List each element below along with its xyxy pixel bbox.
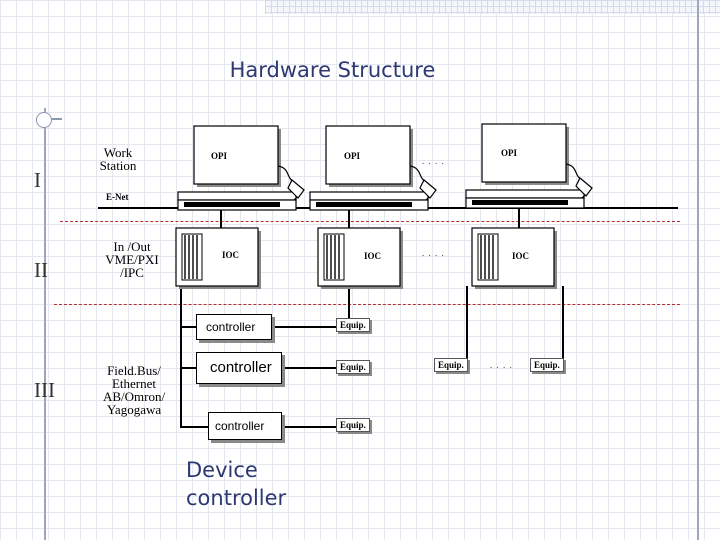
controller-box-1 xyxy=(196,314,272,340)
fieldbus-label: Field.Bus/ Ethernet AB/Omron/ Yagogawa xyxy=(94,364,174,416)
controller-label-2: controller xyxy=(210,359,272,376)
ioc2-equip-line xyxy=(348,286,350,320)
enet-label: E-Net xyxy=(106,192,129,202)
fieldbus-tap-1 xyxy=(180,326,196,328)
device-controller-line2: controller xyxy=(186,486,287,510)
controller-label-3: controller xyxy=(215,419,265,433)
equipment-box-3: Equip. xyxy=(336,418,370,432)
opi-label-1: OPI xyxy=(211,151,228,161)
workstation-label-line2: Station xyxy=(99,158,137,173)
controller-label-1: controller xyxy=(206,320,256,334)
fieldbus-label-line2: Ethernet xyxy=(111,376,157,391)
ioc-label-1: IOC xyxy=(222,250,240,260)
controller-link-1 xyxy=(270,326,336,328)
enet-drop-2 xyxy=(348,196,350,228)
opi-ellipsis: . . . . xyxy=(422,156,445,166)
opi-workstation-2 xyxy=(309,125,437,211)
equipment-box-1: Equip. xyxy=(336,318,370,332)
slide-title: Hardware Structure xyxy=(229,58,436,82)
fieldbus-tap-3 xyxy=(180,426,208,428)
left-decorative-bar xyxy=(44,108,46,540)
controller-link-2 xyxy=(280,367,336,369)
opi-label-3: OPI xyxy=(501,148,518,158)
io-label: In /Out VME/PXI /IPC xyxy=(92,240,172,279)
right-decorative-bar xyxy=(697,0,699,540)
opi-workstation-1 xyxy=(177,125,305,211)
level-two-numeral: II xyxy=(34,258,48,282)
opi-label-2: OPI xyxy=(344,151,361,161)
equipment-ellipsis: . . . . xyxy=(490,360,513,370)
left-decorative-circle xyxy=(36,112,52,128)
io-label-line2: VME/PXI xyxy=(105,252,159,267)
device-controller-line1: Device xyxy=(186,458,258,482)
fieldbus-label-line3: AB/Omron/ xyxy=(102,389,166,404)
opi-workstation-3 xyxy=(465,123,593,209)
controller-link-3 xyxy=(280,426,336,428)
ioc3-equip-line-left xyxy=(466,286,468,358)
io-label-line1: In /Out xyxy=(113,239,151,254)
enet-drop-3 xyxy=(518,196,520,228)
equipment-box-2: Equip. xyxy=(336,360,370,374)
separator-level-2-3 xyxy=(54,304,680,305)
controller-box-2 xyxy=(196,352,282,384)
top-decorative-band xyxy=(265,0,720,14)
workstation-label-line1: Work xyxy=(103,145,133,160)
level-one-numeral: I xyxy=(34,168,41,192)
device-controller-caption: Device controller xyxy=(186,456,286,512)
enet-drop-1 xyxy=(220,196,222,228)
ioc3-equip-line-right xyxy=(562,286,564,358)
controller-box-3 xyxy=(208,412,282,440)
ioc-crate-1 xyxy=(175,227,262,290)
equipment-box-4: Equip. xyxy=(434,358,468,372)
fieldbus-line-ioc1 xyxy=(180,288,182,428)
fieldbus-label-line4: Yagogawa xyxy=(106,402,162,417)
equipment-box-5: Equip. xyxy=(530,358,564,372)
ioc-label-3: IOC xyxy=(512,251,530,261)
ioc-crate-2 xyxy=(317,227,404,290)
separator-level-1-2 xyxy=(60,221,680,222)
fieldbus-tap-2 xyxy=(180,367,196,369)
ioc-ellipsis: . . . . xyxy=(422,248,445,258)
fieldbus-label-line1: Field.Bus/ xyxy=(107,363,161,378)
level-three-numeral: III xyxy=(34,378,55,402)
ioc-label-2: IOC xyxy=(364,251,382,261)
io-label-line3: /IPC xyxy=(120,265,144,280)
workstation-label: Work Station xyxy=(84,146,152,172)
